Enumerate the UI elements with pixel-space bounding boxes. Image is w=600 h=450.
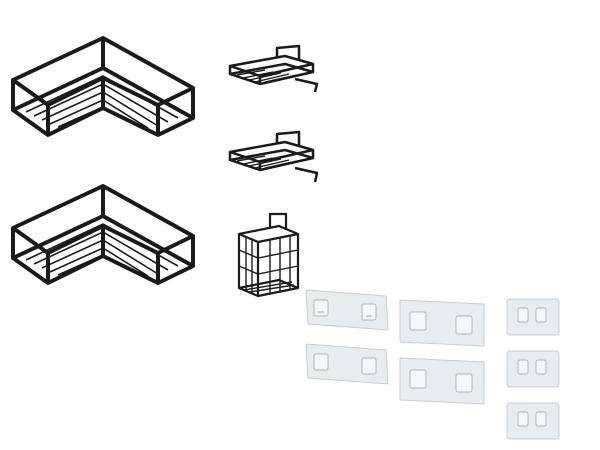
soap-dish-basket — [225, 44, 320, 99]
double-adhesive-hook-pad — [302, 286, 392, 334]
double-adhesive-hook-pad — [396, 354, 488, 410]
corner-shelf — [8, 30, 198, 150]
corner-shelf — [8, 178, 198, 298]
single-adhesive-hook-pad — [504, 348, 562, 390]
single-adhesive-hook-pad — [504, 400, 562, 442]
single-adhesive-hook-pad — [504, 296, 562, 338]
double-adhesive-hook-pad — [396, 296, 488, 352]
toothbrush-holder-basket — [234, 210, 304, 305]
soap-dish-basket — [225, 130, 320, 190]
double-adhesive-hook-pad — [302, 340, 392, 388]
